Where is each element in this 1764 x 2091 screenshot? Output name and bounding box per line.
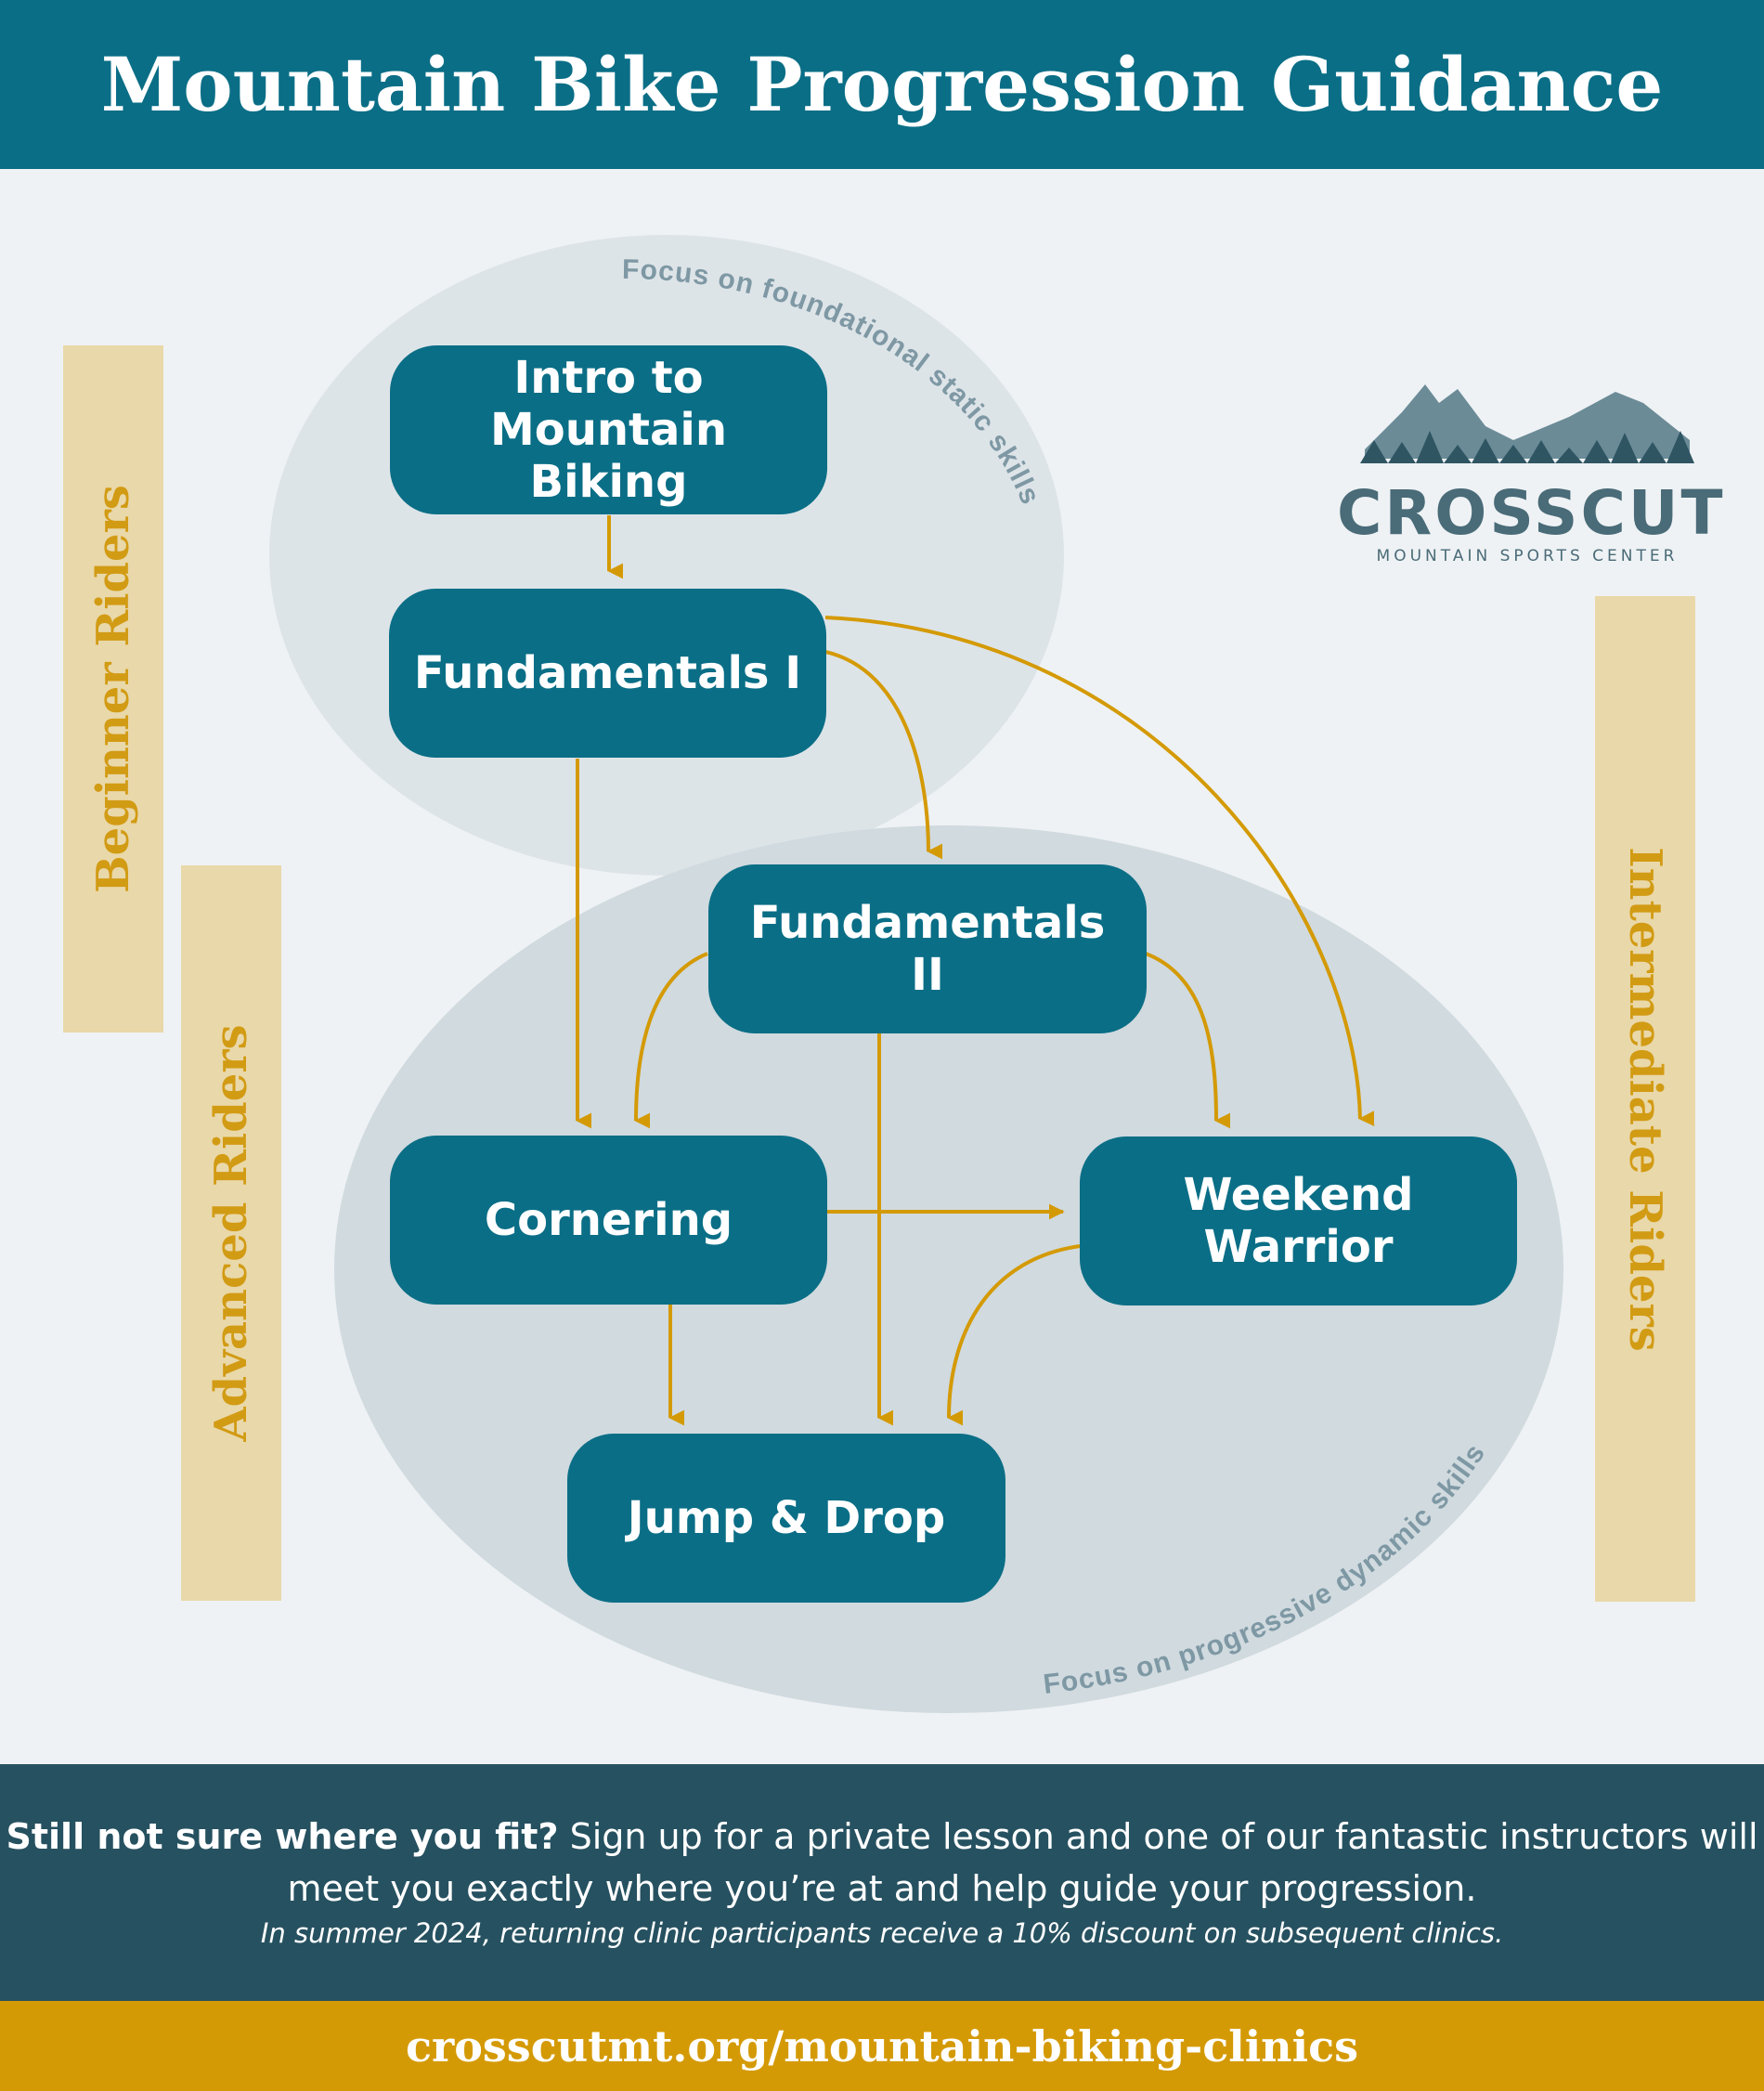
advanced-band: Advanced Riders: [181, 865, 281, 1601]
node-cornering: Cornering: [390, 1136, 827, 1305]
footer-note: In summer 2024, returning clinic partici…: [260, 1917, 1504, 1949]
edge-warrior-jump: [947, 1244, 1081, 1426]
node-intro-to-mountain-biking: Intro to Mountain Biking: [390, 345, 827, 514]
advanced-band-label: Advanced Riders: [205, 1024, 257, 1442]
footer-message: Still not sure where you fit? Sign up fo…: [0, 1811, 1764, 1915]
footer-message-text: Sign up for a private lesson and one of …: [287, 1816, 1758, 1909]
edge-fund2-cornering: [634, 952, 708, 1129]
edge-fund2-warrior: [1145, 952, 1231, 1129]
logo-subtitle: MOUNTAIN SPORTS CENTER: [1376, 547, 1679, 565]
footer-message-bold: Still not sure where you fit?: [6, 1816, 559, 1857]
beginner-band-label: Beginner Riders: [87, 485, 139, 893]
url-bar: crosscutmt.org/mountain-biking-clinics: [0, 2001, 1764, 2091]
intermediate-band-label: Intermediate Riders: [1619, 846, 1671, 1352]
node-fundamentals-ii: Fundamentals II: [708, 864, 1147, 1033]
mountain-range-icon: [1360, 384, 1694, 463]
edge-fund1-fund2: [824, 650, 943, 860]
page-title: Mountain Bike Progression Guidance: [100, 41, 1664, 128]
clinics-url-link[interactable]: crosscutmt.org/mountain-biking-clinics: [405, 2020, 1358, 2072]
node-fundamentals-i: Fundamentals I: [389, 589, 826, 758]
edge-fund1-warrior: [824, 616, 1375, 1127]
foundational-region: [269, 235, 1064, 876]
header-bar: Mountain Bike Progression Guidance: [0, 0, 1764, 169]
diagram-area: Focus on foundational static skills Focu…: [0, 169, 1764, 1764]
crosscut-logo: CROSSCUT MOUNTAIN SPORTS CENTER: [1337, 375, 1726, 570]
beginner-band: Beginner Riders: [63, 345, 163, 1033]
node-jump-and-drop: Jump & Drop: [567, 1434, 1005, 1603]
logo-brand-name: CROSSCUT: [1337, 477, 1726, 549]
intermediate-band: Intermediate Riders: [1595, 596, 1695, 1602]
footer-panel: Still not sure where you fit? Sign up fo…: [0, 1764, 1764, 2001]
node-weekend-warrior: Weekend Warrior: [1080, 1136, 1517, 1305]
